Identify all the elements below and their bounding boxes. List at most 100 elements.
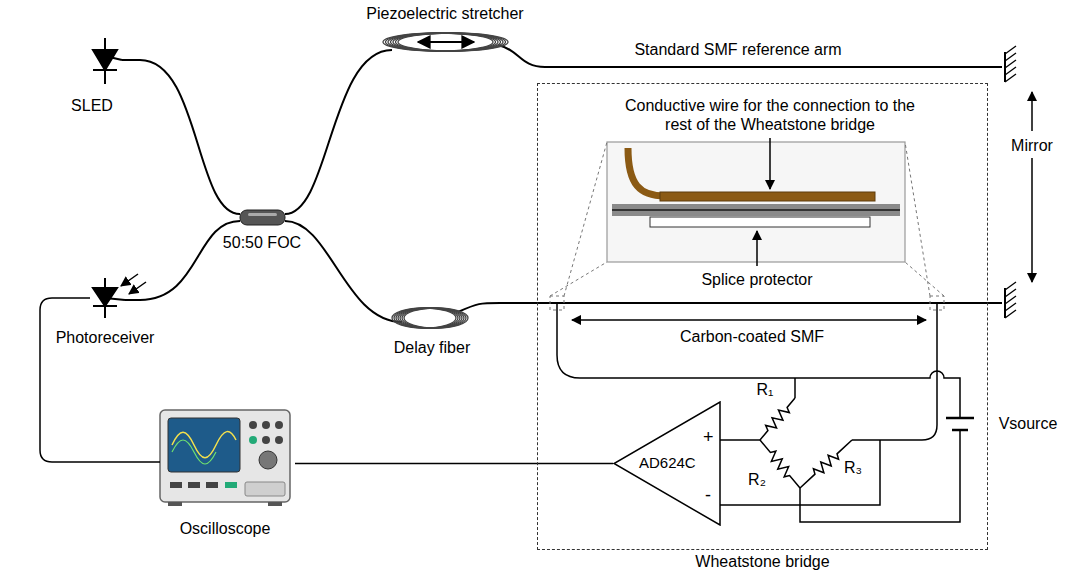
signal-cable [40, 298, 160, 462]
mirror-leader [1031, 92, 1033, 131]
pin-sign: - [705, 485, 711, 507]
sled-diode [105, 56, 122, 60]
oscilloscope-image [262, 421, 270, 429]
oscilloscope-image [188, 482, 200, 488]
mirrors [1005, 60, 1016, 68]
oscilloscope-image [259, 451, 277, 469]
callout-leader [756, 231, 758, 266]
mirrors [1005, 296, 1016, 304]
part-label: Standard SMF reference arm [634, 40, 841, 59]
part-label: Piezoelectric stretcher [366, 4, 523, 23]
bridge-wires [952, 429, 968, 432]
bridge-wires [946, 417, 974, 420]
sled-diode [93, 69, 117, 71]
signal-cable [295, 463, 613, 465]
photo-diode [93, 305, 117, 307]
optical-fibers [125, 221, 240, 300]
oscilloscope-image [268, 502, 282, 506]
oscilloscope-image [275, 421, 283, 429]
mirrors [1005, 74, 1016, 82]
sled-diode [93, 50, 117, 70]
mirrors [1005, 46, 1016, 318]
inset-detail [628, 148, 665, 196]
mirrors [1005, 282, 1016, 290]
part-label: SLED [71, 96, 113, 115]
node-label: Oscilloscope [180, 519, 271, 538]
node-label: AD624C [639, 454, 696, 472]
oscilloscope-image [262, 436, 270, 444]
delay-coil [404, 308, 468, 328]
length-arrow [572, 319, 926, 321]
piezo-coil [383, 33, 508, 51]
mirrors [1005, 289, 1016, 297]
pin-sign: + [703, 427, 714, 449]
part-label: Photoreceiver [56, 328, 155, 347]
photo-diode [121, 274, 138, 286]
bridge-wires [557, 303, 974, 522]
optical-fibers [122, 60, 240, 214]
oscilloscope-image [172, 440, 216, 464]
fiber-coupler [240, 210, 285, 225]
inset-frame [607, 142, 905, 262]
component-symbol-label: R₂ [748, 470, 766, 489]
inset-detail [612, 204, 900, 216]
inset-detail [660, 192, 875, 201]
optical-fibers [285, 50, 392, 214]
photo-diode [93, 274, 146, 318]
bridge-wires [720, 439, 760, 441]
resistor-symbol [756, 395, 855, 492]
part-label: Mirror [1011, 136, 1053, 155]
coupler-highlight [248, 213, 277, 216]
inset-detail [612, 209, 900, 211]
oscilloscope-image [225, 482, 237, 488]
bridge-wires [794, 378, 796, 398]
amplifier-triangle: AD624C + - [613, 401, 721, 526]
oscilloscope: Oscilloscope [155, 408, 295, 538]
oscilloscope-image [168, 502, 182, 506]
optical-fibers [285, 221, 402, 322]
bridge-wires [557, 303, 960, 418]
part-label: 50:50 FOC [223, 233, 301, 252]
mirror-leader [1031, 158, 1033, 282]
zoom-lines [905, 142, 930, 296]
mirrors [1005, 46, 1016, 318]
part-label: Conductive wire for the connection to th… [620, 96, 920, 134]
oscilloscope-image [249, 436, 257, 444]
component-symbol-label: Vsource [999, 414, 1058, 433]
optical-fibers [122, 45, 1002, 322]
oscilloscope-image [275, 436, 283, 444]
part-label: Carbon-coated SMF [680, 327, 824, 346]
oscilloscope-image [249, 421, 257, 429]
optical-fibers [458, 303, 1002, 312]
component-symbol-label: R₃ [844, 458, 862, 477]
oscilloscope-image [160, 410, 290, 502]
zoom-lines [564, 142, 607, 296]
node-label: Wheatstone bridge [695, 552, 829, 571]
part-label: Delay fiber [394, 338, 470, 357]
sled-diode [93, 38, 122, 84]
mirrors [1005, 310, 1016, 318]
photo-diode [129, 282, 146, 294]
part-label: Splice protector [701, 270, 812, 289]
callout-leader [769, 138, 771, 189]
bridge-wires [852, 303, 937, 440]
mirrors [1005, 53, 1016, 61]
amplifier-outline [614, 402, 720, 525]
mirrors [1005, 46, 1016, 54]
resistor-symbol [756, 395, 799, 443]
oscilloscope-image [160, 410, 290, 506]
zoom-lines [905, 262, 944, 296]
inset-detail [612, 148, 900, 227]
component-symbol-label: R₁ [757, 380, 774, 399]
inset-detail [650, 217, 870, 227]
oscilloscope-image [170, 482, 182, 488]
photo-diode [105, 298, 125, 300]
zoom-lines [550, 262, 607, 296]
delay-coil [392, 308, 468, 328]
stretch-arrow [418, 41, 474, 43]
photo-diode [93, 288, 117, 306]
oscilloscope-image [245, 482, 285, 496]
